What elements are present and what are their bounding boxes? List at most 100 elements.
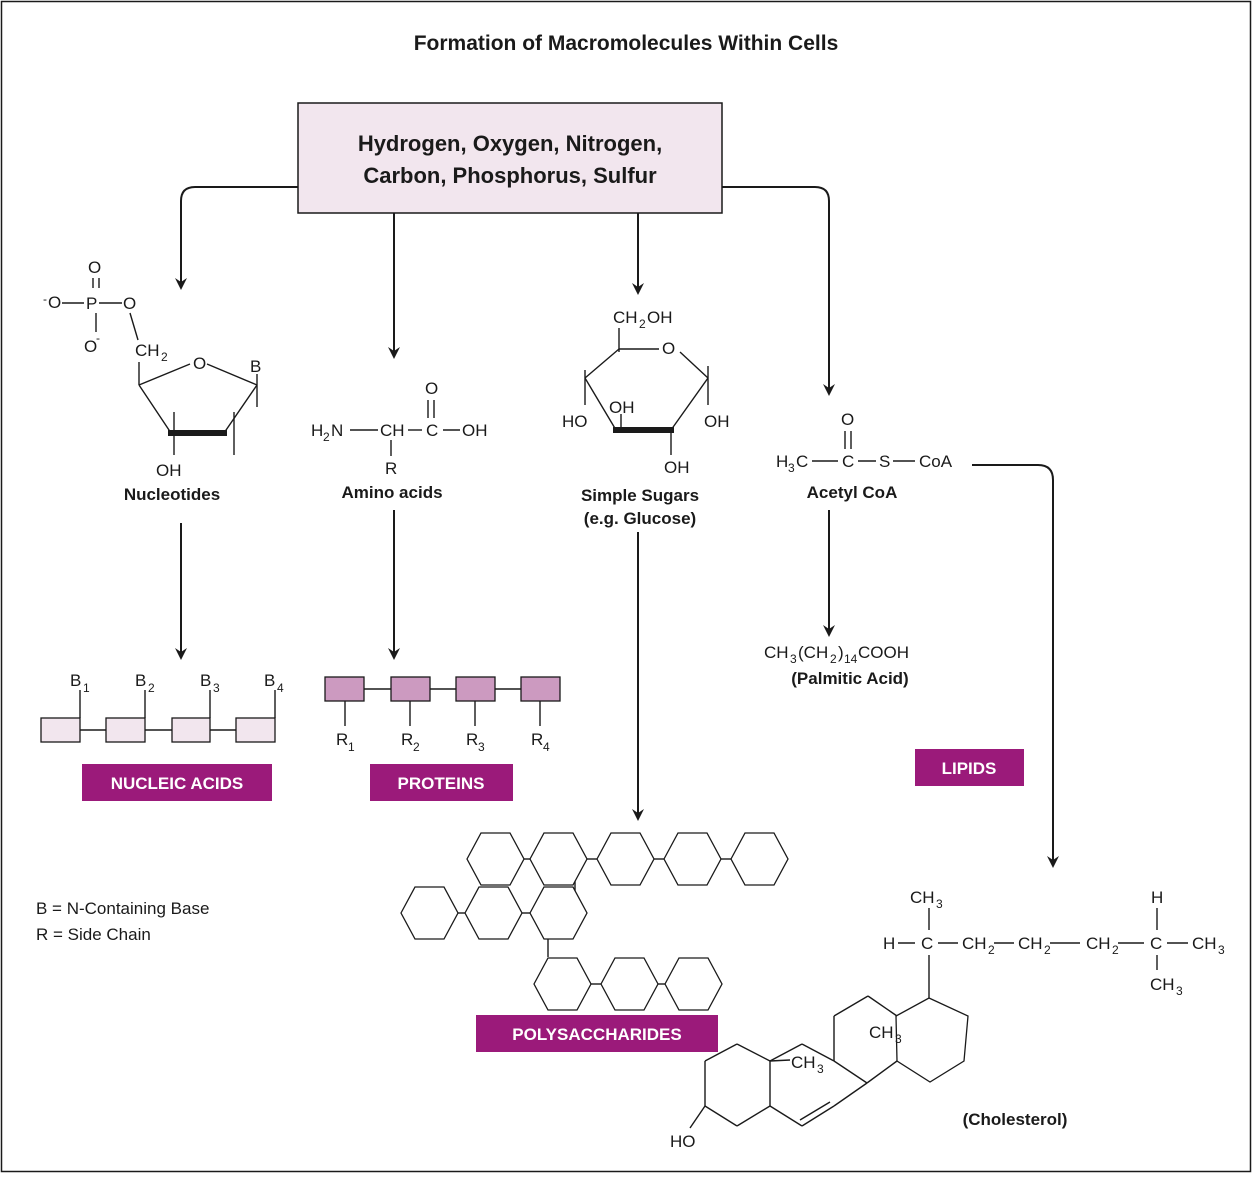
svg-text:2: 2: [988, 943, 995, 957]
svg-text:3: 3: [478, 740, 485, 754]
elements-line-1: Hydrogen, Oxygen, Nitrogen,: [358, 131, 662, 156]
svg-text:CH: CH: [380, 421, 405, 440]
badge-nucleic-acids: [82, 764, 272, 801]
svg-text:): ): [838, 643, 844, 662]
svg-text:3: 3: [790, 652, 797, 666]
svg-text:1: 1: [83, 681, 90, 695]
svg-text:CH: CH: [1018, 934, 1043, 953]
svg-text:2: 2: [830, 652, 837, 666]
key-base: B = N-Containing Base: [36, 899, 209, 918]
svg-text:O: O: [425, 379, 438, 398]
label-simple-sugars-1: Simple Sugars: [581, 486, 699, 505]
elements-box: [297, 102, 723, 214]
glucose-structure: CH 2 OH O OH HO OH OH: [562, 308, 730, 477]
badge-proteins: [370, 764, 513, 801]
svg-text:O: O: [88, 258, 101, 277]
svg-text:3: 3: [936, 897, 943, 911]
svg-text:3: 3: [895, 1032, 902, 1046]
svg-text:14: 14: [844, 652, 858, 666]
svg-text:O: O: [123, 294, 136, 313]
svg-text:2: 2: [161, 350, 168, 364]
svg-text:CH: CH: [910, 888, 935, 907]
diagram-title: Formation of Macromolecules Within Cells: [414, 32, 839, 55]
svg-text:CH: CH: [613, 308, 638, 327]
svg-text:CH: CH: [1192, 934, 1217, 953]
svg-text:B: B: [264, 671, 275, 690]
svg-text:3: 3: [817, 1062, 824, 1076]
svg-text:2: 2: [148, 681, 155, 695]
svg-text:CH: CH: [764, 643, 789, 662]
svg-text:C: C: [842, 452, 854, 471]
svg-text:H: H: [776, 452, 788, 471]
svg-text:4: 4: [543, 740, 550, 754]
svg-text:CoA: CoA: [919, 452, 953, 471]
amino-acid-structure: H 2 N CH C O OH R: [311, 379, 488, 478]
svg-text:CH: CH: [869, 1023, 894, 1042]
svg-text:COOH: COOH: [858, 643, 909, 662]
label-amino-acids: Amino acids: [341, 483, 442, 502]
svg-text:O: O: [48, 293, 61, 312]
svg-text:R: R: [385, 459, 397, 478]
svg-text:O: O: [662, 339, 675, 358]
nucleotide-structure: O - O P O O - CH 2 O B OH: [43, 258, 261, 480]
svg-text:3: 3: [1218, 943, 1225, 957]
arrow-acetyl-coa-to-cholesterol: [972, 464, 1059, 868]
label-simple-sugars-2: (e.g. Glucose): [584, 509, 696, 528]
key-side-chain: R = Side Chain: [36, 925, 151, 944]
badge-nucleic-acids-text: NUCLEIC ACIDS: [111, 774, 244, 793]
svg-text:R: R: [466, 730, 478, 749]
svg-text:OH: OH: [664, 458, 690, 477]
svg-text:2: 2: [1044, 943, 1051, 957]
label-nucleotides: Nucleotides: [124, 485, 220, 504]
svg-text:O: O: [84, 337, 97, 356]
svg-text:2: 2: [1112, 943, 1119, 957]
svg-text:C: C: [1150, 934, 1162, 953]
svg-text:(CH: (CH: [798, 643, 828, 662]
svg-text:B: B: [200, 671, 211, 690]
svg-text:R: R: [531, 730, 543, 749]
label-palmitic-acid: (Palmitic Acid): [791, 669, 908, 688]
svg-text:HO: HO: [670, 1132, 696, 1151]
svg-text:O: O: [193, 354, 206, 373]
svg-text:OH: OH: [704, 412, 730, 431]
arrow-to-acetyl-coa: [722, 186, 835, 396]
svg-text:3: 3: [1176, 984, 1183, 998]
label-cholesterol: (Cholesterol): [963, 1110, 1068, 1129]
badge-polysaccharides: [476, 1015, 718, 1052]
acetyl-coa-structure: H 3 C C O S CoA: [776, 410, 953, 475]
svg-text:-: -: [96, 331, 100, 345]
svg-text:R: R: [336, 730, 348, 749]
svg-text:3: 3: [213, 681, 220, 695]
svg-text:2: 2: [639, 317, 646, 331]
svg-text:H: H: [1151, 888, 1163, 907]
badge-lipids-text: LIPIDS: [942, 759, 997, 778]
label-acetyl-coa: Acetyl CoA: [807, 483, 898, 502]
svg-text:P: P: [86, 294, 97, 313]
svg-text:OH: OH: [609, 398, 635, 417]
svg-text:C: C: [426, 421, 438, 440]
svg-text:OH: OH: [156, 461, 182, 480]
svg-text:4: 4: [277, 681, 284, 695]
badge-lipids: [915, 749, 1024, 786]
svg-text:O: O: [841, 410, 854, 429]
badge-proteins-text: PROTEINS: [398, 774, 485, 793]
svg-text:2: 2: [323, 430, 330, 444]
svg-text:CH: CH: [791, 1053, 816, 1072]
svg-text:OH: OH: [647, 308, 673, 327]
polysaccharide-structure: [400, 832, 789, 1011]
svg-text:C: C: [921, 934, 933, 953]
svg-text:H: H: [311, 421, 323, 440]
svg-text:CH: CH: [1086, 934, 1111, 953]
badge-polysaccharides-text: POLYSACCHARIDES: [512, 1025, 681, 1044]
svg-text:CH: CH: [962, 934, 987, 953]
svg-text:N: N: [331, 421, 343, 440]
svg-text:HO: HO: [562, 412, 588, 431]
elements-line-2: Carbon, Phosphorus, Sulfur: [363, 163, 657, 188]
svg-text:-: -: [43, 292, 47, 306]
